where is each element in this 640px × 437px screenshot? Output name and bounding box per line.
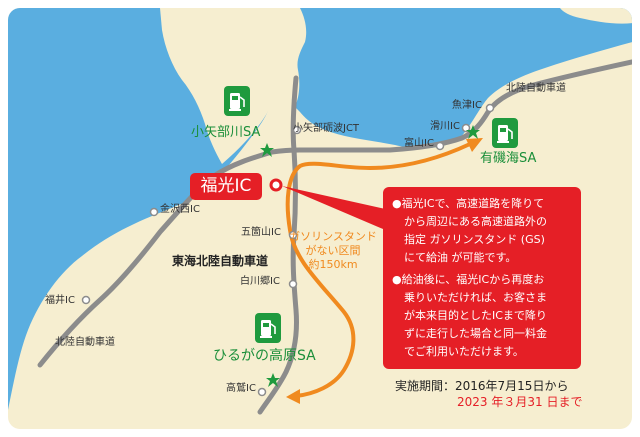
info-line: ●福光ICで、高速道路を降りて [392, 197, 545, 210]
gas-station-icon [224, 86, 250, 116]
implementation-period: 実施期間：2016年7月15日から 2023 年３月31 日まで [395, 378, 583, 410]
fukumitsu-ic-label: 福光IC [190, 173, 262, 200]
callout-pointer [282, 186, 390, 232]
ic-label-kanazawa-nishi: 金沢西IC [160, 204, 200, 215]
info-line: にて給油 が可能です。 [404, 251, 517, 264]
info-line: ●給油後に、福光ICから再度お [392, 273, 545, 286]
ic-label-takasu: 高鷲IC [226, 383, 256, 394]
ic-label-toyama: 富山IC [404, 138, 434, 149]
info-line: ずに走行した場合と同一料金 [404, 327, 547, 340]
no-gas-station-section-label: ガソリンスタンド がない区間 約150km [288, 230, 378, 272]
no-gs-line: ガソリンスタンド [289, 230, 377, 243]
road-label-hokuriku-east: 北陸自動車道 [506, 83, 566, 94]
road-label-tokai-hokuriku: 東海北陸自動車道 [172, 254, 269, 268]
info-line: 乗りいただければ、お客さま [404, 291, 547, 304]
sa-label-ariiso: 有磯海SA [480, 151, 537, 166]
sa-label-hirugano: ひるがの高原SA [213, 348, 316, 364]
info-line: 指定 ガソリンスタンド (GS) [404, 233, 545, 246]
info-paragraph: ●給油後に、福光ICから再度お 乗りいただければ、お客さま が本来目的としたIC… [392, 271, 573, 361]
ic-label-gokayama: 五箇山IC [241, 227, 281, 238]
ic-label-uozu: 魚津IC [452, 100, 482, 111]
no-gs-line: がない区間 [305, 244, 361, 257]
ic-label-namerikawa: 滑川IC [430, 121, 460, 132]
ic-label-oyabe-tonami-jct: 小矢部砺波JCT [293, 123, 360, 134]
sea [8, 8, 632, 410]
info-paragraph: ●福光ICで、高速道路を降りて から周辺にある高速道路外の 指定 ガソリンスタン… [392, 195, 573, 267]
info-line: が本来目的としたICまで降り [404, 309, 547, 322]
period-end: 2023 年３月31 日まで [457, 395, 583, 409]
fukumitsu-ic-marker [269, 178, 283, 192]
sa-stars [260, 125, 480, 387]
detour-arrow-east [466, 138, 483, 152]
ic-label-fukui: 福井IC [45, 295, 75, 306]
detour-arrow-south [286, 389, 300, 404]
gas-station-icon [255, 313, 281, 343]
sa-label-oyabegawa: 小矢部川SA [191, 125, 261, 140]
gas-station-icon [492, 118, 518, 148]
road-label-hokuriku-west: 北陸自動車道 [55, 337, 115, 348]
info-line: から周辺にある高速道路外の [404, 215, 547, 228]
ic-markers [81, 103, 495, 397]
expressways [37, 59, 632, 415]
island [560, 8, 632, 24]
period-start: 実施期間：2016年7月15日から [395, 379, 569, 393]
no-gs-line: 約150km [308, 258, 358, 271]
detour-route [285, 142, 472, 398]
ic-label-shirakawago: 白川郷IC [240, 276, 280, 287]
info-line: でご利用いただけます。 [404, 345, 524, 358]
info-box: ●福光ICで、高速道路を降りて から周辺にある高速道路外の 指定 ガソリンスタン… [383, 187, 581, 369]
